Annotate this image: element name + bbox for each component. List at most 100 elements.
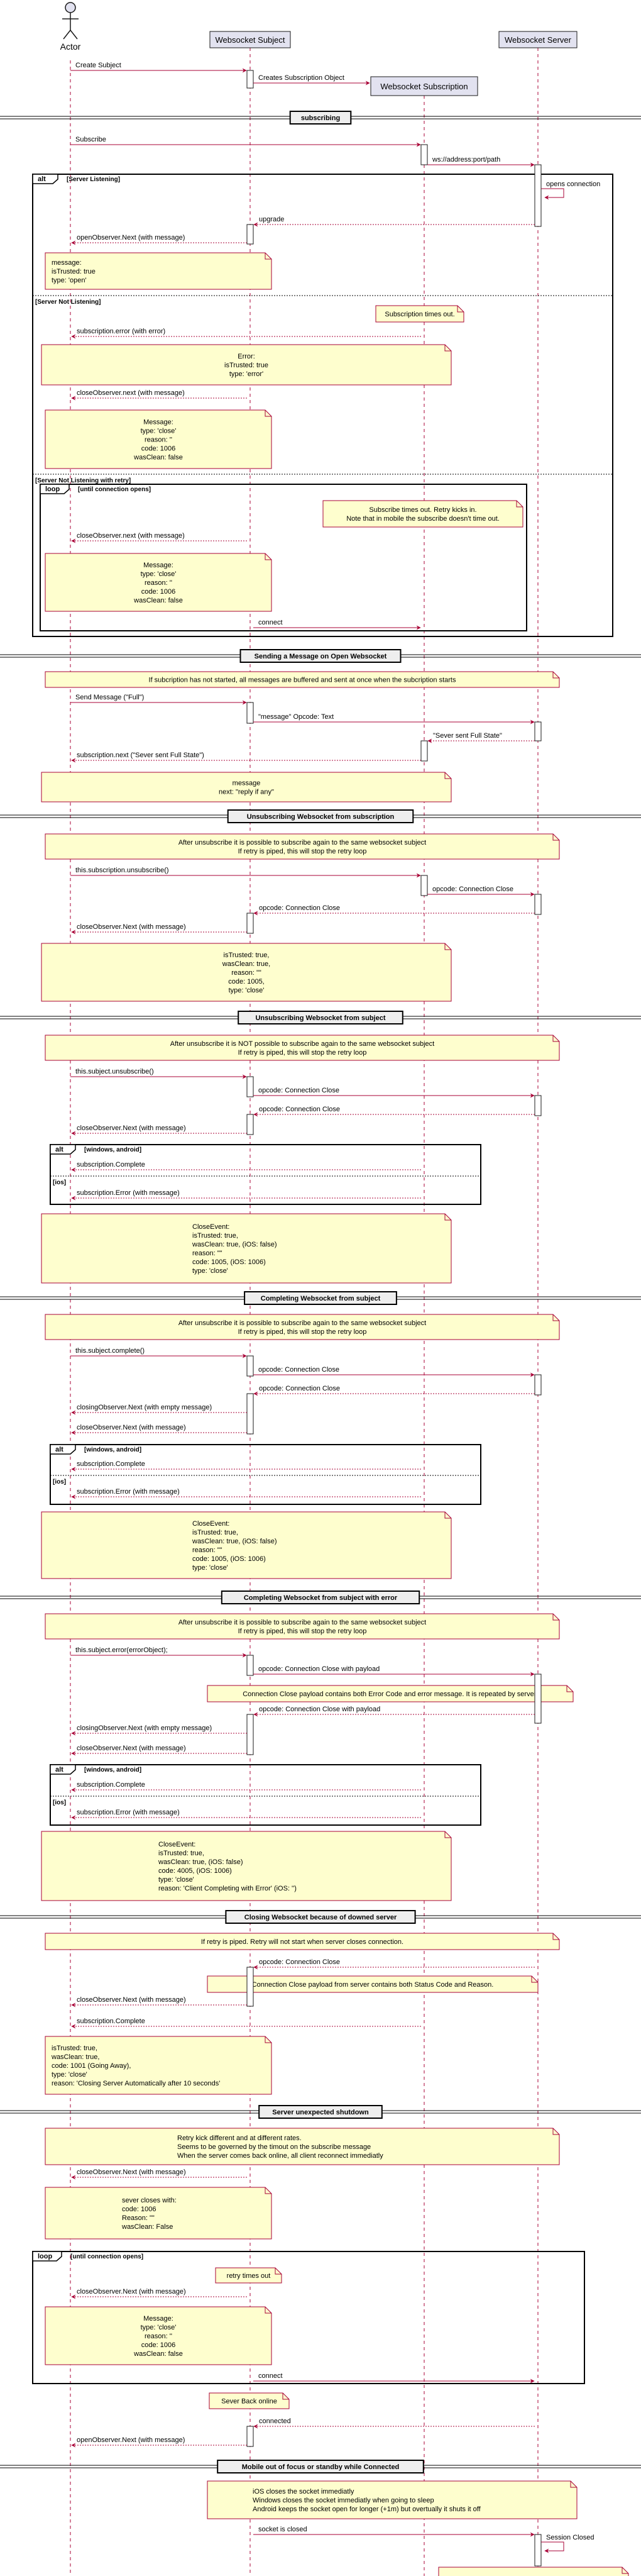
message-label: closingObserver.Next (with empty message…	[77, 1404, 212, 1411]
note-line: If subcription has not started, all mess…	[149, 677, 456, 684]
note-corner	[265, 410, 271, 417]
note-line: wasClean: false	[133, 454, 183, 462]
message-label: subscription.Error (with message)	[77, 1488, 180, 1496]
note-line: type: 'close'	[192, 1267, 228, 1275]
note-line: If retry is piped. Retry will not start …	[201, 1938, 403, 1946]
activation-bar	[246, 1076, 254, 1097]
message-arrow: Creates Subscription Object	[253, 74, 370, 86]
note-line: type: 'close'	[52, 2071, 87, 2079]
message-arrow: opcode: Connection Close	[253, 1106, 535, 1117]
note-line: Seems to be governed by the timout on th…	[177, 2143, 371, 2151]
message-label: socket is closed	[258, 2526, 307, 2533]
note-line: wasClean: true, (iOS: false)	[192, 1241, 277, 1248]
note: After unsubscribe it is possible to subs…	[45, 1314, 560, 1340]
message-label: "Sever sent Full State"	[433, 732, 502, 740]
note-line: code: 1005,	[228, 978, 265, 985]
note-corner	[444, 1214, 451, 1221]
message-label: subscription.Complete	[77, 2018, 145, 2025]
note-box	[322, 500, 523, 528]
note-box	[45, 2306, 272, 2365]
divider-label-box	[227, 809, 414, 823]
note-line: type: 'close'	[229, 987, 265, 994]
note-corner	[531, 1976, 538, 1983]
message-arrow: opcode: Connection Close	[253, 1087, 535, 1098]
message-label: subscription.error (with error)	[77, 328, 165, 335]
note-box	[207, 1975, 539, 1993]
fragment-keyword: loop	[38, 2253, 52, 2260]
note-box	[207, 1685, 574, 1702]
note-box	[41, 943, 452, 1002]
message-label: subscription.Error (with message)	[77, 1189, 180, 1197]
note-line: reason: ""	[192, 1250, 222, 1257]
section-divider: Closing Websocket because of downed serv…	[0, 1910, 641, 1924]
divider-label-box	[244, 1291, 397, 1305]
divider-label-box	[217, 2460, 424, 2473]
note-corner	[570, 2481, 577, 2488]
message-label: "message" Opcode: Text	[258, 713, 334, 721]
fragment-keyword: alt	[55, 1146, 63, 1153]
note-corner	[444, 1831, 451, 1838]
note-line: Message:	[143, 562, 173, 569]
message-arrow: openObserver.Next (with message)	[71, 2436, 247, 2448]
self-message-line	[541, 188, 564, 200]
note-box	[41, 1831, 452, 1901]
message-label: opcode: Connection Close with payload	[258, 1665, 380, 1673]
activation-bar	[534, 894, 542, 915]
note-line: reason: ''	[145, 2333, 172, 2340]
activation-bar	[420, 740, 428, 762]
note-line: If retry is piped, this will stop the re…	[238, 1328, 367, 1336]
fragment-else-condition: [Server Not Listening with retry]	[35, 477, 131, 484]
divider-label: Completing Websocket from subject	[261, 1295, 381, 1302]
fragment-condition: [until connection opens]	[78, 486, 151, 493]
combined-fragment-alt: alt[windows, android]	[50, 1144, 481, 1205]
message-label: closeObserver.Next (with message)	[77, 1745, 186, 1752]
subject-participant: Websocket Subject	[209, 31, 291, 48]
note-line: wasClean: false	[133, 2350, 183, 2358]
note-box	[41, 344, 452, 386]
note-box	[45, 1933, 560, 1950]
message-label: this.subscription.unsubscribe()	[75, 867, 169, 874]
note-line: code: 1006	[141, 588, 175, 596]
note: CloseEvent:isTrusted: true,wasClean: tru…	[41, 1511, 452, 1579]
actor-right-leg	[70, 30, 78, 40]
note: isTrusted: true,wasClean: true,reason: "…	[41, 943, 452, 1002]
note-line: CloseEvent:	[158, 1841, 195, 1848]
divider-label-box	[225, 1910, 416, 1924]
note-corner	[265, 2036, 271, 2043]
activation-bar	[246, 224, 254, 245]
section-divider: Sending a Message on Open Websocket	[0, 649, 641, 663]
note-line: message	[233, 780, 261, 787]
note-corner	[444, 1512, 451, 1519]
message-arrow: openObserver.Next (with message)	[71, 234, 247, 245]
message-label: Create Subject	[75, 62, 121, 69]
note: Retry kick different and at different ra…	[45, 2128, 560, 2165]
message-arrow: subscription.Error (with message)	[71, 1189, 421, 1201]
self-message: opens connection	[541, 180, 600, 200]
note-box	[45, 2128, 560, 2165]
message-arrow: closeObserver.Next (with message)	[71, 2288, 247, 2299]
note-line: reason: 'Client Completing with Error' (…	[158, 1885, 297, 1892]
self-message-label: Session Closed	[546, 2534, 594, 2541]
participant-heads: Actor Websocket Subject Websocket Server…	[60, 2, 578, 96]
message-arrow: closingObserver.Next (with empty message…	[71, 1724, 247, 1736]
note-box	[45, 833, 560, 860]
note-line: reason: ''	[145, 579, 172, 587]
note-line: type: 'close'	[141, 570, 177, 578]
message-label: subscription.Complete	[77, 1161, 145, 1169]
note-line: wasClean: true,	[222, 960, 270, 968]
note-box	[45, 1613, 560, 1640]
note-line: Message:	[143, 2315, 173, 2323]
note-box	[41, 772, 452, 802]
message-arrow: closeObserver.next (with message)	[71, 389, 247, 401]
message-label: closingObserver.Next (with empty message…	[77, 1724, 212, 1732]
note-line: If retry is piped, this will stop the re…	[238, 1049, 367, 1057]
combined-fragment-alt: alt[windows, android]	[50, 1764, 481, 1826]
message-label: closeObserver.next (with message)	[77, 532, 185, 540]
activation-bar	[246, 1355, 254, 1377]
note-line: wasClean: true, (iOS: false)	[192, 1538, 277, 1545]
divider-label: Completing Websocket from subject with e…	[244, 1594, 398, 1602]
activation-bar	[534, 1674, 542, 1724]
